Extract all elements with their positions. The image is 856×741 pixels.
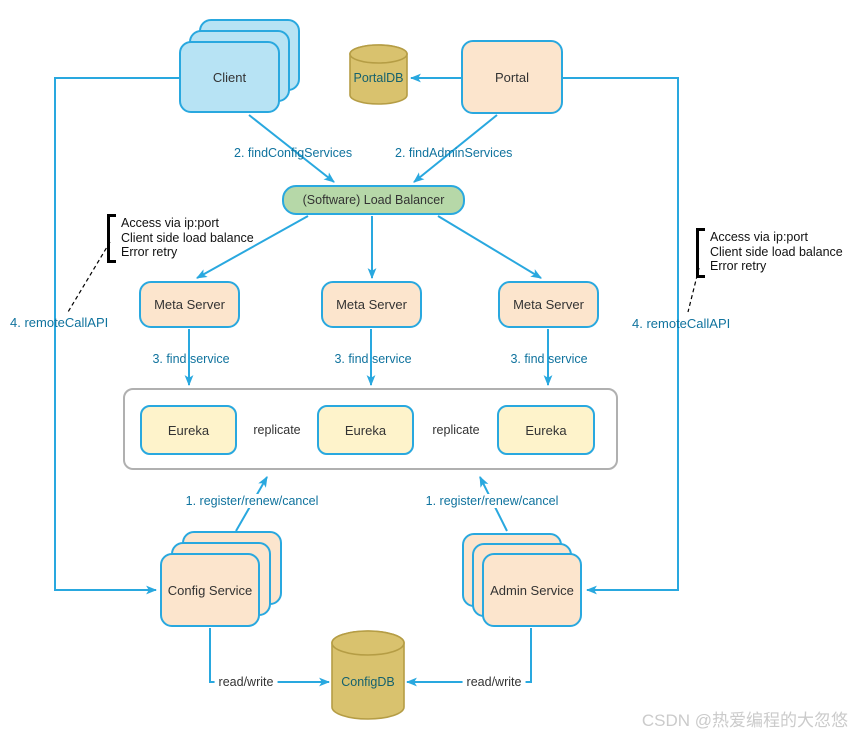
client-node: Client <box>179 41 280 113</box>
edge-label-register-1: 1. register/renew/cancel <box>182 494 322 508</box>
portaldb-cylinder-rim <box>349 44 408 64</box>
eureka-1: Eureka <box>140 405 237 455</box>
dashed-callout-left <box>67 241 111 313</box>
meta-server-1-label: Meta Server <box>154 297 225 312</box>
edge-label-replicate-2: replicate <box>428 423 484 437</box>
edge-label-replicate-1: replicate <box>249 423 305 437</box>
meta-server-2-label: Meta Server <box>336 297 407 312</box>
portal-label: Portal <box>495 69 529 85</box>
meta-server-1: Meta Server <box>139 281 240 328</box>
edge-portal-to-lb <box>413 114 498 183</box>
edge-client-to-lb <box>248 114 335 183</box>
meta-server-3: Meta Server <box>498 281 599 328</box>
left-annotation: Access via ip:port Client side load bala… <box>121 216 254 260</box>
edge-label-find-service-3: 3. find service <box>510 352 588 366</box>
edge-lb-to-meta1 <box>196 215 309 279</box>
left-annotation-line-2: Client side load balance <box>121 230 254 245</box>
left-annotation-bracket <box>107 214 116 263</box>
left-annotation-line-1: Access via ip:port <box>121 216 219 230</box>
eureka-1-label: Eureka <box>167 422 210 438</box>
edge-label-find-config-services: 2. findConfigServices <box>234 146 353 160</box>
config-service-node: Config Service <box>160 553 260 627</box>
load-balancer-node: (Software) Load Balancer <box>282 185 465 215</box>
edge-label-remote-call-right: 4. remoteCallAPI <box>632 316 731 331</box>
edge-portal-to-admin-service <box>563 77 679 595</box>
configdb-cylinder-rim <box>331 630 405 656</box>
edge-label-find-service-1: 3. find service <box>152 352 230 366</box>
eureka-3-label: Eureka <box>525 422 567 438</box>
edge-config-readwrite <box>209 628 331 687</box>
admin-service-node: Admin Service <box>482 553 582 627</box>
left-annotation-line-3: Error retry <box>121 245 178 259</box>
eureka-3: Eureka <box>497 405 595 455</box>
right-annotation-line-2: Client side load balance <box>710 244 843 259</box>
edge-label-register-2: 1. register/renew/cancel <box>422 494 562 508</box>
right-annotation-line-3: Error retry <box>710 259 767 273</box>
edge-label-find-admin-services: 2. findAdminServices <box>395 146 513 160</box>
meta-server-3-label: Meta Server <box>513 297 584 312</box>
edge-label-find-service-2: 3. find service <box>334 352 412 366</box>
portaldb-label: PortalDB <box>353 71 404 85</box>
configdb-label: ConfigDB <box>341 675 395 689</box>
eureka-2: Eureka <box>317 405 414 455</box>
edge-client-to-config-service <box>54 77 180 595</box>
edge-label-remote-call-left: 4. remoteCallAPI <box>10 315 109 330</box>
edge-label-read-write-2: read/write <box>462 675 526 689</box>
right-annotation-line-1: Access via ip:port <box>710 230 808 244</box>
edge-lb-to-meta3 <box>437 215 542 279</box>
right-annotation-bracket <box>696 228 705 278</box>
load-balancer-label: (Software) Load Balancer <box>302 193 445 207</box>
csdn-watermark: CSDN @热爱编程的大忽悠 <box>641 711 848 730</box>
meta-server-2: Meta Server <box>321 281 422 328</box>
portal-node: Portal <box>461 40 563 114</box>
config-service-label: Config Service <box>167 582 253 598</box>
client-label: Client <box>212 69 247 85</box>
admin-service-label: Admin Service <box>490 582 574 598</box>
edge-admin-readwrite <box>405 628 532 687</box>
eureka-2-label: Eureka <box>344 422 387 438</box>
right-annotation: Access via ip:port Client side load bala… <box>710 230 843 274</box>
edge-label-read-write-1: read/write <box>214 675 278 689</box>
